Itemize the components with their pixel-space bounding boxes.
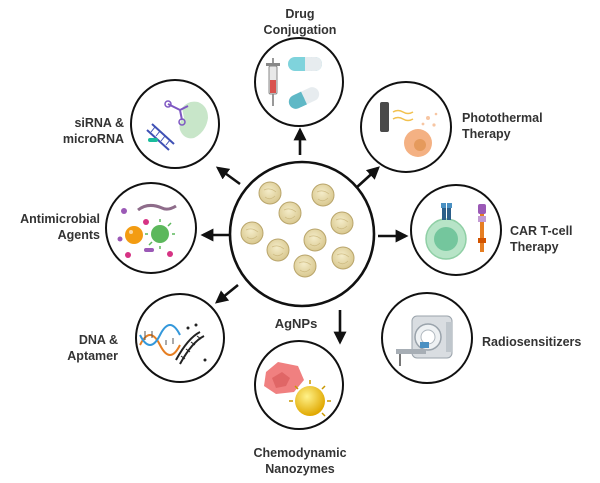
antimicrobial-agents-circle [105, 182, 197, 274]
nanoparticle [293, 254, 317, 278]
arrow-to-photothermal-therapy [355, 166, 380, 189]
nanoparticle [311, 183, 335, 207]
label-radiosensitizers: Radiosensitizers [482, 335, 582, 349]
pill-syringe-icon [266, 57, 322, 109]
nanoparticle [331, 246, 355, 270]
arrow-to-dna-aptamer [214, 283, 239, 304]
agnps-central-circle [228, 160, 376, 308]
nanoparticle [330, 211, 354, 235]
chemodynamic-nanozymes-circle [254, 340, 344, 430]
nanozyme-cell-icon [264, 362, 331, 417]
label-drug-conjugation: Drug Conjugation [263, 7, 337, 37]
nanoparticle [303, 228, 327, 252]
label-chemodynamic-nanozymes: Chemodynamic Nanozymes [253, 446, 347, 476]
nanoparticle [258, 181, 282, 205]
label-dna-aptamer: DNA & Aptamer [67, 333, 118, 363]
nanoparticle-cluster [240, 181, 355, 278]
label-agnps: AgNPs [274, 316, 318, 331]
radiotherapy-machine-icon [396, 315, 453, 366]
nanoparticle [266, 238, 290, 262]
photothermal-therapy-circle [360, 81, 452, 173]
nanoparticle [278, 201, 302, 225]
car-t-cell-icon [425, 203, 486, 260]
microbes-icon [117, 203, 177, 258]
label-sirna-microrna: siRNA & microRNA [62, 116, 124, 146]
laser-cell-icon [380, 102, 438, 157]
dna-aptamer-circle [135, 293, 225, 383]
label-photothermal-therapy: Photothermal Therapy [462, 111, 543, 141]
drug-conjugation-circle [254, 37, 344, 127]
dna-helix-icon [139, 323, 207, 365]
rna-dicer-icon [146, 100, 208, 151]
arrows [200, 127, 409, 345]
label-car-t-cell-therapy: CAR T-cell Therapy [510, 224, 573, 254]
nanoparticle [240, 221, 264, 245]
sirna-microrna-circle [130, 79, 220, 169]
radiosensitizers-circle [381, 292, 473, 384]
label-antimicrobial-agents: Antimicrobial Agents [20, 212, 100, 242]
car-t-cell-therapy-circle [410, 184, 502, 276]
arrow-to-sirna-microrna [215, 166, 241, 186]
